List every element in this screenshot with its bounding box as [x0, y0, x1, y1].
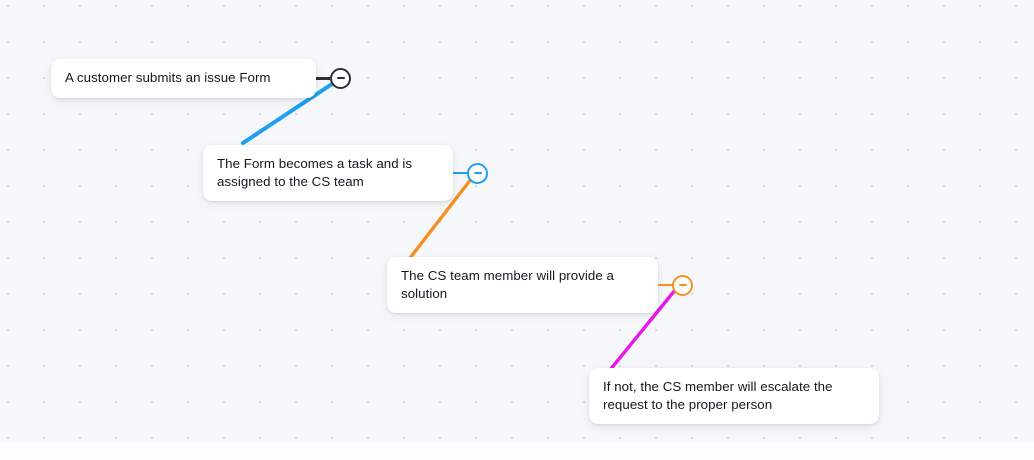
node-2-connector-stub	[453, 171, 467, 175]
node-4-card[interactable]: If not, the CS member will escalate the …	[589, 368, 879, 425]
node-3-collapse-handle[interactable]	[672, 274, 693, 296]
node-2-collapse-handle[interactable]	[467, 162, 488, 184]
flow-node-4[interactable]: If not, the CS member will escalate the …	[589, 368, 879, 425]
node-3-card[interactable]: The CS team member will provide a soluti…	[387, 257, 658, 314]
minus-circle-icon	[678, 283, 687, 287]
node-2-card[interactable]: The Form becomes a task and is assigned …	[203, 145, 453, 202]
canvas-footer-band	[0, 442, 1034, 460]
minus-circle-icon	[473, 171, 482, 175]
minus-circle-icon	[336, 77, 345, 80]
flow-node-2[interactable]: The Form becomes a task and is assigned …	[203, 145, 488, 202]
flow-node-1[interactable]: A customer submits an issue Form	[51, 59, 351, 98]
node-1-card[interactable]: A customer submits an issue Form	[51, 59, 316, 98]
node-1-connector-stub	[316, 77, 330, 80]
node-1-collapse-handle[interactable]	[330, 67, 351, 89]
node-3-connector-stub	[658, 283, 672, 287]
flow-node-3[interactable]: The CS team member will provide a soluti…	[387, 257, 693, 314]
